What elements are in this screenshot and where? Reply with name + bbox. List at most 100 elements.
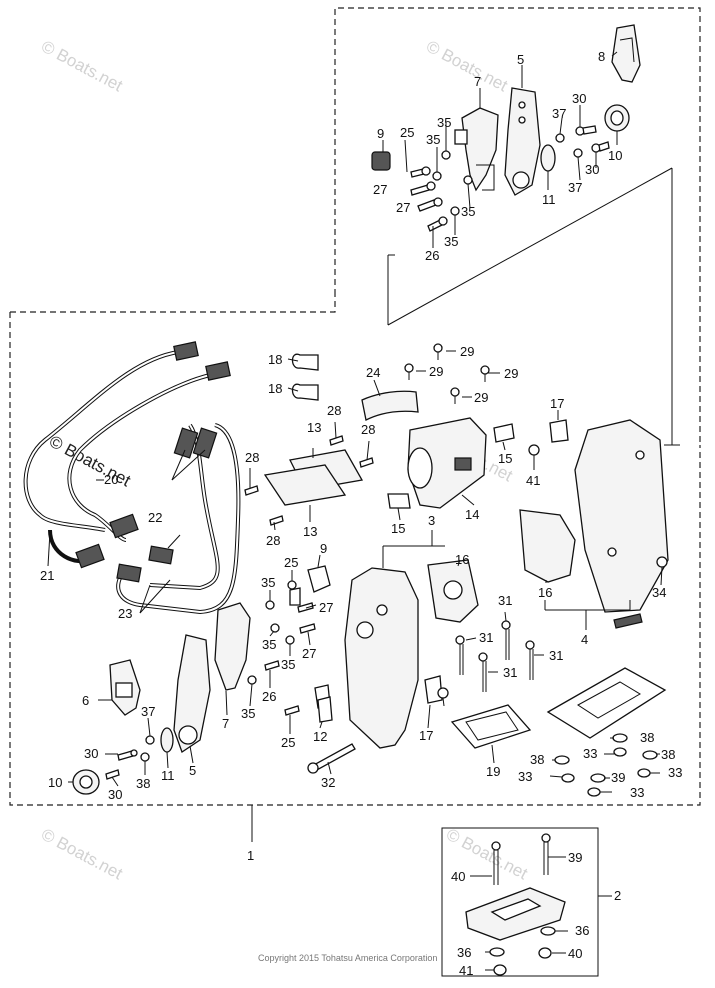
callout-17: 17	[419, 728, 433, 743]
callout-29: 29	[474, 390, 488, 405]
callout-38: 38	[530, 752, 544, 767]
callout-39: 40	[451, 869, 465, 884]
callout-26: 26	[425, 248, 439, 263]
callout-33: 33	[518, 769, 532, 784]
callout-33: 33	[668, 765, 682, 780]
callout-9: 9	[320, 541, 327, 556]
callout-30: 30	[585, 162, 599, 177]
lower-left-parts	[72, 565, 333, 795]
connector	[75, 543, 105, 569]
part-5-arm	[504, 87, 541, 196]
upper-parts	[371, 24, 641, 232]
copyright-notice: Copyright 2015 Tohatsu America Corporati…	[258, 953, 437, 963]
callout-20: 20	[104, 472, 118, 487]
callout-35: 35	[262, 637, 276, 652]
callout-33: 33	[583, 746, 597, 761]
callout-31: 31	[479, 630, 493, 645]
leader	[387, 167, 673, 326]
part-34-nut	[656, 556, 668, 568]
callout-37: 37	[141, 704, 155, 719]
kit-2-parts	[465, 833, 566, 976]
connector	[173, 341, 199, 361]
callout-9: 9	[377, 126, 384, 141]
callout-14: 14	[465, 507, 479, 522]
callout-36: 36	[575, 923, 589, 938]
callout-41: 41	[526, 473, 540, 488]
callout-15: 15	[391, 521, 405, 536]
wiring-harness	[23, 341, 241, 615]
screws-upper	[410, 125, 610, 232]
callout-33: 33	[630, 785, 644, 800]
callout-35: 35	[281, 657, 295, 672]
callout-3: 3	[428, 513, 435, 528]
callout-35: 35	[241, 706, 255, 721]
callout-6: 6	[82, 693, 89, 708]
callout-27: 27	[302, 646, 316, 661]
part-11-washer	[160, 727, 174, 753]
part-41-nut	[437, 687, 449, 699]
watermark: © Boats.net	[38, 825, 126, 884]
connector	[148, 545, 174, 565]
callout-38: 38	[661, 747, 675, 762]
part-17-bracket	[549, 419, 569, 443]
screws-middle	[244, 343, 490, 526]
callout-32: 32	[321, 775, 335, 790]
part-16-plate	[519, 509, 576, 583]
connector	[173, 427, 199, 459]
callout-29: 29	[429, 364, 443, 379]
callout-15: 15	[498, 451, 512, 466]
lower-dashed-frame	[9, 312, 701, 806]
callout-26: 26	[262, 689, 276, 704]
part-9-button	[307, 565, 331, 593]
callout-35: 35	[426, 132, 440, 147]
callout-5: 5	[189, 763, 196, 778]
callout-25: 25	[284, 555, 298, 570]
callout-28: 28	[361, 422, 375, 437]
bolts-31	[455, 620, 535, 692]
callout-35: 35	[444, 234, 458, 249]
callout-23: 23	[118, 606, 132, 621]
callout-30: 30	[84, 746, 98, 761]
callout-35: 35	[261, 575, 275, 590]
callout-25: 25	[400, 125, 414, 140]
washers-upper	[432, 133, 583, 216]
middle-dashed-frame	[10, 295, 336, 313]
callout-8: 8	[598, 49, 605, 64]
callout-5: 5	[517, 52, 524, 67]
part-13-plate	[263, 464, 347, 506]
part-5-arm	[173, 634, 211, 753]
callout-28: 28	[245, 450, 259, 465]
callout-labels: 1 2 3 4 5 5 6 7 7 8 9 9 10 10 11 11 12 1…	[40, 49, 682, 978]
callout-25: 25	[281, 735, 295, 750]
callout-38: 38	[640, 730, 654, 745]
callout-40: 41	[459, 963, 473, 978]
callout-35: 35	[461, 204, 475, 219]
callout-13: 13	[303, 524, 317, 539]
callout-18: 18	[268, 381, 282, 396]
part-8-handle	[611, 24, 641, 83]
part-3-housing	[344, 567, 419, 749]
callout-2: 2	[614, 888, 621, 903]
part-18-clip	[291, 383, 319, 401]
callout-31: 31	[503, 665, 517, 680]
callout-29: 29	[504, 366, 518, 381]
callout-11: 11	[542, 192, 556, 207]
callout-29: 29	[460, 344, 474, 359]
callout-38: 39	[611, 770, 625, 785]
watermark: © Boats.net	[38, 37, 126, 96]
callout-16: 16	[538, 585, 552, 600]
kit-2-box	[441, 827, 599, 977]
part-4-housing	[574, 419, 669, 613]
callout-35: 35	[437, 115, 451, 130]
part-7-cover	[461, 107, 499, 192]
callout-27: 27	[373, 182, 387, 197]
connector	[192, 427, 218, 459]
callout-16: 16	[455, 552, 469, 567]
callout-37: 38	[136, 776, 150, 791]
part-24-cover	[361, 390, 419, 421]
callout-4: 4	[581, 632, 588, 647]
callout-36: 36	[457, 945, 471, 960]
callout-37: 37	[568, 180, 582, 195]
callout-10: 10	[608, 148, 622, 163]
